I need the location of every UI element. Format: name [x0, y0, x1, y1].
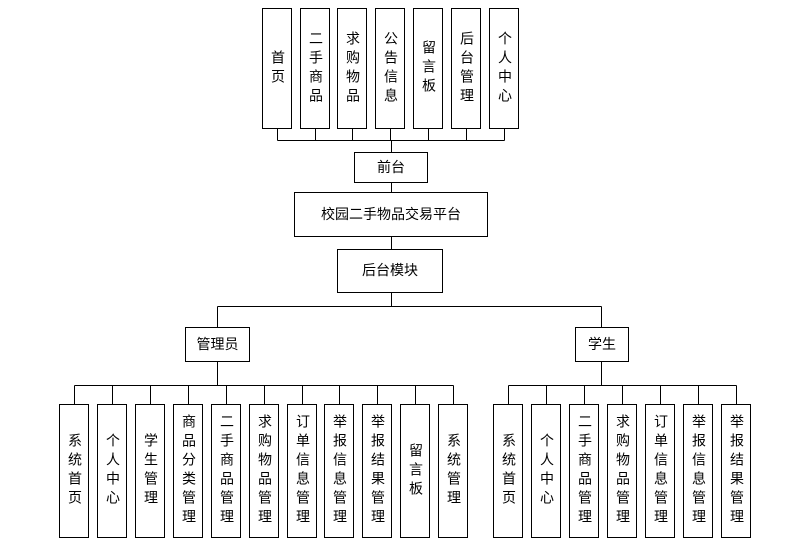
admin-module-label: 留言板: [407, 442, 423, 500]
front-module-label: 求购物品: [344, 30, 360, 107]
front-module-4: 留言板: [413, 8, 443, 129]
admin-module-9: 留言板: [400, 404, 430, 538]
admin-module-label: 举报信息管理: [331, 414, 347, 528]
admin-module-label: 求购物品管理: [256, 414, 272, 528]
front-module-label: 留言板: [420, 40, 436, 97]
admin-module-10: 系统管理: [438, 404, 468, 538]
backend-node: 后台模块: [337, 249, 443, 293]
front-module-label: 公告信息: [382, 30, 398, 107]
student-module-4: 订单信息管理: [645, 404, 675, 538]
student-module-0: 系统首页: [493, 404, 523, 538]
admin-module-label: 举报结果管理: [369, 414, 385, 528]
front-node: 前台: [354, 152, 428, 183]
front-label: 前台: [377, 159, 405, 176]
student-module-label: 订单信息管理: [652, 414, 668, 528]
front-module-label: 个人中心: [496, 30, 512, 107]
student-module-label: 个人中心: [538, 433, 554, 509]
backend-label: 后台模块: [362, 263, 418, 279]
front-module-5: 后台管理: [451, 8, 481, 129]
admin-module-label: 二手商品管理: [218, 414, 234, 528]
admin-module-8: 举报结果管理: [362, 404, 392, 538]
student-label: 学生: [588, 336, 616, 353]
front-module-3: 公告信息: [375, 8, 405, 129]
student-module-6: 举报结果管理: [721, 404, 751, 538]
student-module-3: 求购物品管理: [607, 404, 637, 538]
admin-module-6: 订单信息管理: [287, 404, 317, 538]
admin-module-5: 求购物品管理: [249, 404, 279, 538]
front-module-2: 求购物品: [337, 8, 367, 129]
front-module-label: 后台管理: [458, 30, 474, 107]
admin-module-7: 举报信息管理: [324, 404, 354, 538]
student-node: 学生: [575, 327, 629, 362]
admin-module-1: 个人中心: [97, 404, 127, 538]
student-module-5: 举报信息管理: [683, 404, 713, 538]
front-module-label: 二手商品: [307, 30, 323, 107]
admin-module-label: 订单信息管理: [294, 414, 310, 528]
admin-module-4: 二手商品管理: [211, 404, 241, 538]
student-module-label: 二手商品管理: [576, 414, 592, 528]
admin-module-2: 学生管理: [135, 404, 165, 538]
admin-module-0: 系统首页: [59, 404, 89, 538]
admin-module-label: 系统管理: [445, 433, 461, 509]
admin-module-label: 个人中心: [104, 433, 120, 509]
student-module-2: 二手商品管理: [569, 404, 599, 538]
student-module-label: 求购物品管理: [614, 414, 630, 528]
admin-module-3: 商品分类管理: [173, 404, 203, 538]
admin-node: 管理员: [185, 327, 250, 362]
front-module-1: 二手商品: [300, 8, 330, 129]
student-module-label: 举报结果管理: [728, 414, 744, 528]
student-module-label: 系统首页: [500, 433, 516, 509]
front-module-6: 个人中心: [489, 8, 519, 129]
front-module-0: 首页: [262, 8, 292, 129]
admin-label: 管理员: [196, 336, 239, 353]
student-module-1: 个人中心: [531, 404, 561, 538]
admin-module-label: 系统首页: [66, 433, 82, 509]
front-module-label: 首页: [269, 49, 285, 88]
system-node: 校园二手物品交易平台: [294, 192, 488, 237]
admin-module-label: 学生管理: [142, 433, 158, 509]
student-module-label: 举报信息管理: [690, 414, 706, 528]
system-label: 校园二手物品交易平台: [321, 206, 461, 223]
admin-module-label: 商品分类管理: [180, 414, 196, 528]
